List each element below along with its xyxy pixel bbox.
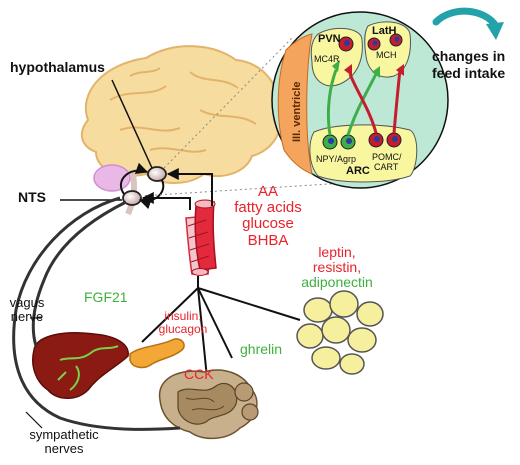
feed-intake-curved-arrow (432, 7, 504, 40)
vessel-to-nts-arrow (141, 192, 191, 210)
sympathetic-nerves-label: sympathetic nerves (14, 427, 114, 457)
hypothalamus-pointer (111, 79, 153, 169)
vagus-label-line1: vagus (9, 295, 45, 310)
npy-agrp-neuron-right (340, 134, 356, 150)
pancreas-hormones-label: insulin, glucagon (146, 310, 220, 336)
adipokine-adiponectin: adiponectin (301, 274, 373, 291)
metabolite-fatty-acids: fatty acids (234, 199, 302, 217)
sympathetic-nerve-line (12, 196, 181, 431)
fgf21-label: FGF21 (84, 289, 128, 305)
sympathetic-pointer (25, 411, 43, 429)
mch-receptor-green (372, 66, 380, 78)
blood-vessel (185, 199, 217, 276)
adipokine-resistin: resistin, (312, 259, 362, 276)
cck-label: CCK (184, 366, 214, 382)
pomc-cart-neuron-left (368, 132, 384, 148)
mch-label: MCH (376, 50, 397, 60)
third-ventricle-label: III. ventricle (291, 81, 303, 142)
mch-receptor-red (396, 64, 404, 76)
arc-axons (326, 69, 402, 136)
nts-label: NTS (18, 189, 46, 205)
lath-label: LatH (372, 25, 397, 37)
metabolite-aa: AA (257, 183, 278, 200)
npy-agrp-neuron-left (322, 134, 338, 150)
pvn-label: PVN (318, 33, 341, 45)
npy-agrp-label: NPY/Agrp (316, 154, 356, 164)
sympathetic-label-line1: sympathetic (29, 427, 99, 442)
adipokines-label: leptin, resistin, adiponectin (282, 244, 392, 291)
sympathetic-label-line2: nerves (44, 441, 84, 457)
metabolites-label: AA fatty acids glucose BHBA (218, 183, 318, 249)
pomc-label: POMC/ (372, 152, 402, 162)
cart-label: CART (374, 162, 399, 172)
vagus-label-line2: nerve (10, 309, 44, 325)
hypothalamus-node (147, 166, 167, 182)
insulin-label: insulin, (164, 309, 202, 323)
vagus-nerve-label: vagus nerve (0, 295, 54, 325)
stomach-illustration (158, 369, 259, 440)
ghrelin-label: ghrelin (240, 341, 283, 357)
mc4r-receptor-red (344, 64, 352, 76)
third-ventricle-region (277, 33, 313, 175)
pomc-cart-neuron-right (386, 132, 402, 148)
hypothalamus-inset: III. ventricle (271, 11, 449, 189)
mc4r-receptor-green (332, 60, 340, 72)
inset-dotted-line-top (163, 37, 293, 169)
pvn-neuron (338, 36, 354, 52)
hypothalamus-label: hypothalamus (10, 59, 105, 75)
feed-intake-label: changes in feed intake (432, 48, 505, 82)
adipose-tissue (296, 290, 384, 375)
adipokine-leptin: leptin, (318, 244, 356, 260)
feed-intake-line1: changes in (432, 48, 506, 64)
pancreas-illustration (129, 338, 185, 369)
nts-to-hypothalamus-arrow (119, 162, 149, 195)
glucagon-label: glucagon (158, 321, 208, 336)
metabolite-glucose: glucose (242, 215, 294, 233)
vagus-nerve-line (31, 200, 127, 347)
metabolite-bhba: BHBA (247, 231, 289, 249)
vessel-to-hypothalamus-arrow (166, 168, 213, 206)
lath-neuron-left (367, 37, 381, 51)
mc4r-label: MC4R (314, 54, 340, 64)
liver-illustration (32, 332, 129, 399)
feed-intake-line2: feed intake (432, 64, 506, 81)
arc-label: ARC (346, 165, 370, 177)
lath-neuron-right (389, 33, 403, 47)
